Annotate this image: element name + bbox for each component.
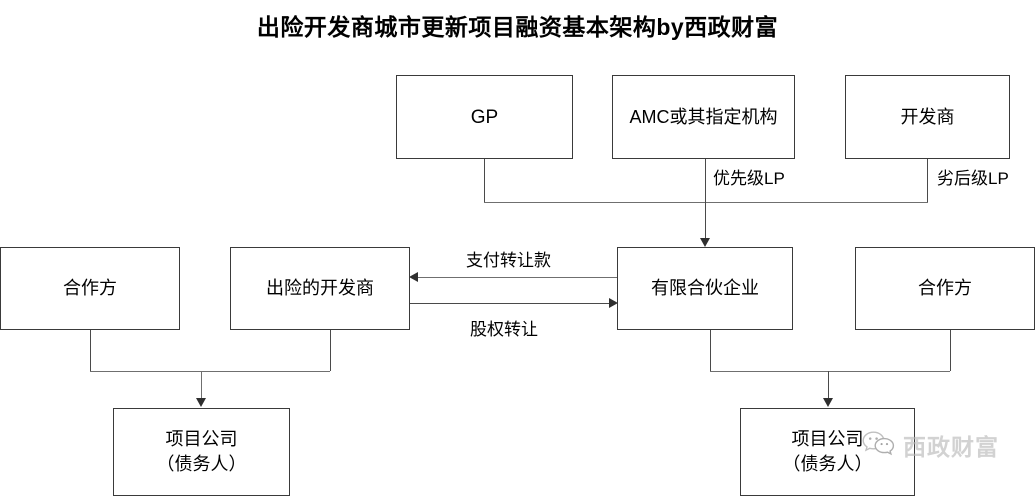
- node-limited-partnership[interactable]: 有限合伙企业: [617, 247, 793, 330]
- connector-left-bracket-drop: [201, 371, 202, 399]
- connector-gp-horizontal: [484, 202, 705, 203]
- watermark-text: 西政财富: [903, 434, 999, 460]
- node-partner-right[interactable]: 合作方: [855, 247, 1035, 330]
- node-partner-right-label: 合作方: [918, 278, 972, 298]
- arrowhead-equity-transfer: [609, 298, 618, 308]
- node-project-company-right-label: 项目公司 （债务人）: [782, 429, 873, 474]
- edge-label-equity-transfer: 股权转让: [470, 320, 538, 339]
- node-amc-label: AMC或其指定机构: [629, 106, 778, 127]
- connector-amc-vertical: [705, 159, 706, 239]
- node-gp-label: GP: [470, 106, 499, 128]
- connector-developer-vertical: [927, 159, 928, 202]
- node-distressed-developer[interactable]: 出险的开发商: [230, 247, 410, 330]
- node-gp[interactable]: GP: [396, 75, 573, 159]
- node-project-company-left[interactable]: 项目公司 （债务人）: [113, 408, 290, 496]
- page-title: 出险开发商城市更新项目融资基本架构by西政财富: [256, 14, 779, 40]
- node-limited-partnership-label: 有限合伙企业: [651, 278, 759, 298]
- edge-label-junior-lp: 劣后级LP: [937, 169, 1009, 188]
- connector-equity-transfer-line: [410, 303, 609, 304]
- arrowhead-payment-transfer: [409, 272, 418, 282]
- connector-partner-right-vertical: [950, 330, 951, 371]
- arrowhead-into-limited-partnership: [700, 238, 710, 247]
- node-developer-label: 开发商: [900, 106, 955, 127]
- connector-distressed-developer-vertical: [330, 330, 331, 371]
- node-amc[interactable]: AMC或其指定机构: [612, 75, 795, 159]
- connector-right-bracket-drop: [828, 371, 829, 399]
- connector-payment-transfer-line: [418, 277, 617, 278]
- connector-right-bracket-horizontal: [710, 371, 950, 372]
- connector-limited-partnership-vertical: [710, 330, 711, 371]
- arrowhead-into-project-company-right: [823, 398, 833, 407]
- node-partner-left[interactable]: 合作方: [0, 247, 180, 330]
- edge-label-payment-transfer: 支付转让款: [466, 251, 551, 270]
- node-project-company-right[interactable]: 项目公司 （债务人）: [740, 408, 915, 496]
- node-developer[interactable]: 开发商: [845, 75, 1010, 159]
- connector-left-bracket-horizontal: [90, 371, 330, 372]
- arrowhead-into-project-company-left: [196, 398, 206, 407]
- node-distressed-developer-label: 出险的开发商: [266, 278, 374, 298]
- node-project-company-left-label: 项目公司 （债务人）: [156, 429, 247, 474]
- node-partner-left-label: 合作方: [63, 278, 117, 298]
- connector-partner-left-vertical: [90, 330, 91, 371]
- connector-developer-horizontal: [705, 202, 928, 203]
- edge-label-senior-lp: 优先级LP: [713, 169, 785, 188]
- connector-gp-vertical: [484, 159, 485, 202]
